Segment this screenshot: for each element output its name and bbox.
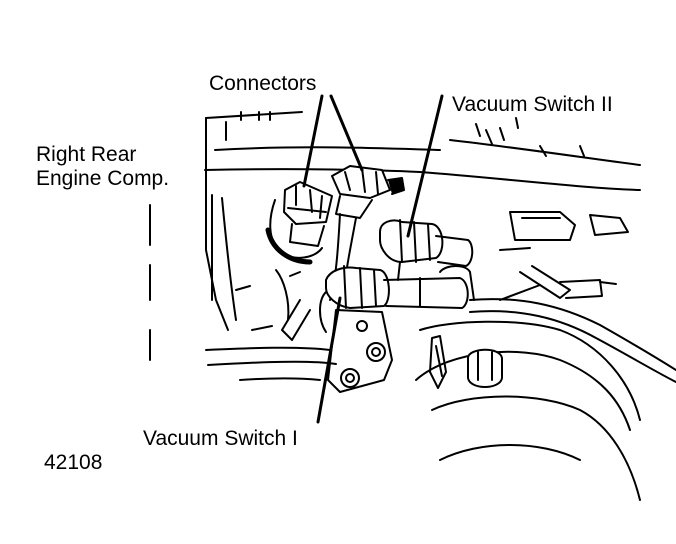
figure-number: 42108 <box>44 451 103 474</box>
body-panel <box>204 111 641 331</box>
leader-vacuum-switch-2 <box>406 94 444 238</box>
leader-lines <box>302 94 444 424</box>
panel-slots <box>499 211 629 251</box>
engine-detail-lines <box>475 117 585 157</box>
label-vacuum-switch-1: Vacuum Switch I <box>143 427 298 450</box>
strut-tower <box>415 320 641 501</box>
label-right-rear-line1: Right Rear <box>36 143 137 166</box>
leader-connectors-right <box>329 94 364 172</box>
label-vacuum-switch-2: Vacuum Switch II <box>452 93 613 116</box>
connector-left <box>265 181 333 265</box>
vacuum-hoses <box>469 265 676 383</box>
leader-vacuum-switch-1 <box>316 296 342 424</box>
connector-right <box>329 165 405 301</box>
vacuum-switch-1 <box>319 265 475 333</box>
label-right-rear-line2: Engine Comp. <box>36 167 170 190</box>
mounting-bracket <box>327 309 393 393</box>
lower-frame <box>205 269 337 381</box>
label-right-rear-engine-comp: Right Rear Engine Comp. <box>36 143 169 191</box>
leader-connectors-left <box>302 94 324 188</box>
vacuum-switch-2 <box>379 219 474 281</box>
label-connectors: Connectors <box>209 72 317 95</box>
